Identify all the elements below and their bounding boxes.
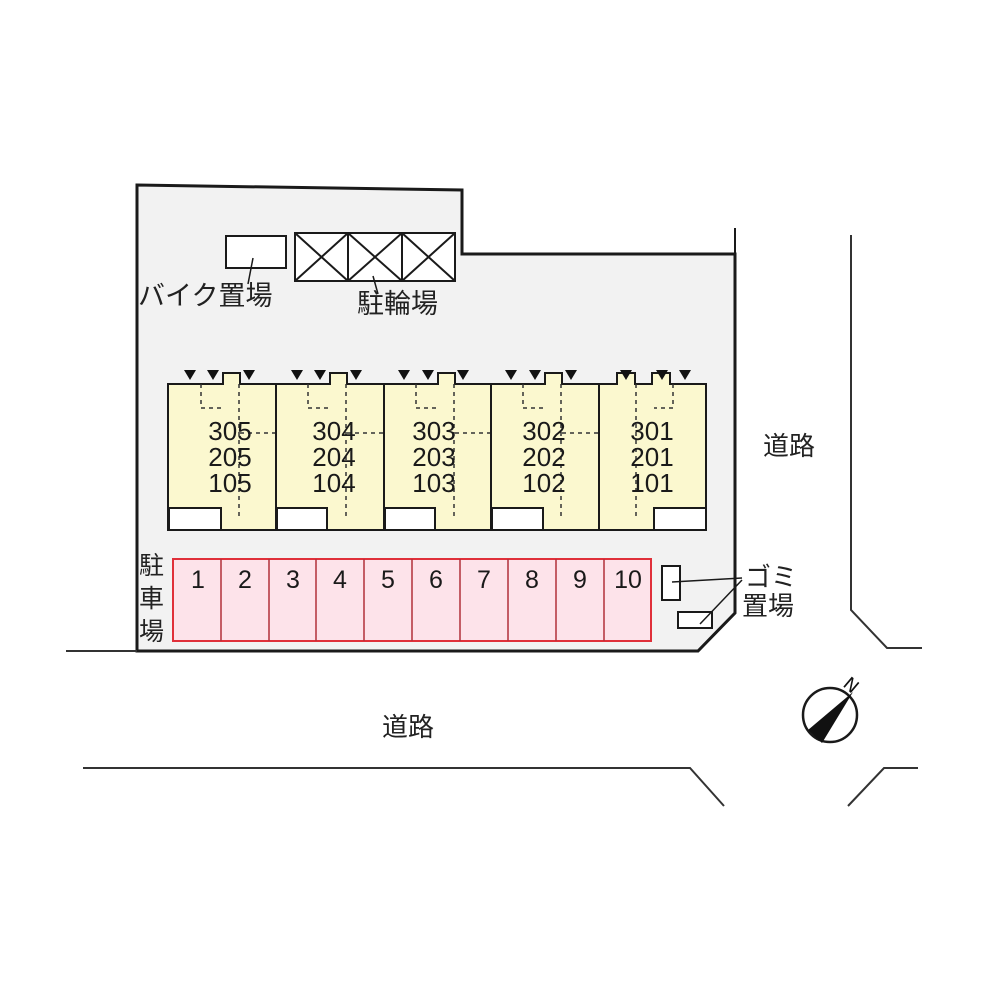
garbage-area: [661, 565, 713, 629]
unit-number: 101: [630, 468, 673, 498]
unit-number: 304: [312, 416, 355, 446]
bike-parking-label: バイク置場: [138, 281, 272, 312]
parking-space-number: 3: [286, 566, 300, 594]
svg-text:場: 場: [139, 617, 164, 646]
parking-space-number: 1: [191, 566, 205, 594]
bike-parking-area: [225, 235, 287, 269]
parking-space-number: 4: [333, 566, 347, 594]
unit-number: 104: [312, 468, 355, 498]
garbage-label-line1: ゴミ: [745, 563, 797, 593]
unit-block: 303 203 103: [383, 370, 492, 531]
unit-block: 305 205 105: [167, 370, 277, 531]
road-label-south: 道路: [382, 713, 434, 743]
car-parking-label: 駐 車 場: [139, 551, 164, 646]
bicycle-parking-label: 駐輪場: [357, 289, 438, 320]
unit-number: 204: [312, 442, 355, 472]
road-label-east: 道路: [763, 432, 815, 462]
unit-number: 301: [630, 416, 673, 446]
unit-number: 303: [412, 416, 455, 446]
unit-block: 304 204 104: [275, 370, 385, 531]
parking-space-number: 8: [525, 566, 539, 594]
car-parking-lot: 1 2 3 4 5 6 7 8 9 10: [172, 558, 652, 642]
unit-number: 202: [522, 442, 565, 472]
north-arrow-icon: N: [801, 673, 863, 744]
unit-number: 203: [412, 442, 455, 472]
apartment-building: 305 205 105 304 204 104 303 203 103: [167, 370, 707, 531]
bicycle-parking-area: [294, 232, 456, 282]
unit-number: 201: [630, 442, 673, 472]
parking-space-number: 9: [573, 566, 587, 594]
unit-number: 102: [522, 468, 565, 498]
parking-space-number: 5: [381, 566, 395, 594]
unit-number: 205: [208, 442, 251, 472]
unit-number: 305: [208, 416, 251, 446]
parking-space-number: 7: [477, 566, 491, 594]
unit-number: 302: [522, 416, 565, 446]
parking-space-number: 10: [614, 566, 642, 594]
parking-space-number: 6: [429, 566, 443, 594]
unit-number: 103: [412, 468, 455, 498]
unit-number: 105: [208, 468, 251, 498]
garbage-label-line2: 置場: [742, 592, 794, 622]
svg-text:駐: 駐: [139, 551, 164, 580]
road-lines: [66, 235, 922, 807]
svg-text:車: 車: [139, 584, 164, 613]
unit-block: 302 202 102: [490, 370, 620, 531]
unit-block: 301 201 101: [598, 370, 707, 531]
parking-space-number: 2: [238, 566, 252, 594]
